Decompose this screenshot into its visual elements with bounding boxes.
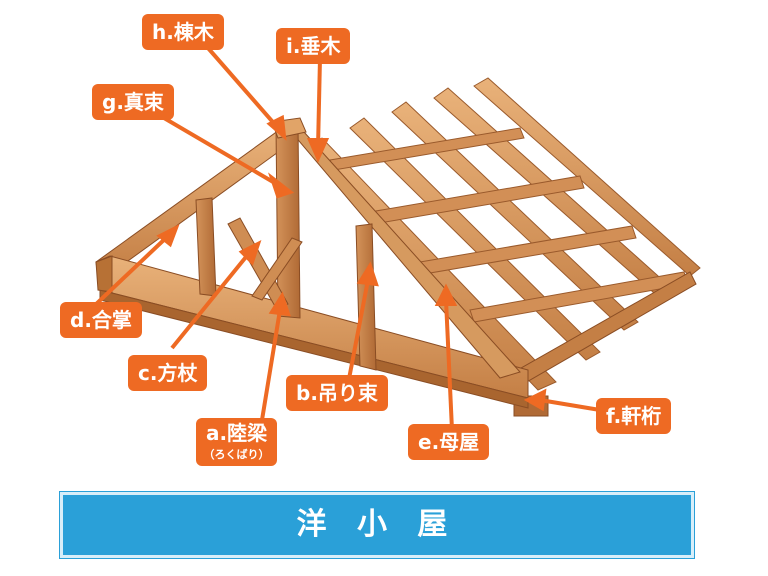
title-bar: 洋 小 屋 — [60, 492, 694, 558]
strut-right — [251, 237, 303, 301]
leader-arrows — [90, 46, 601, 431]
label-rafter: i.垂木 — [276, 28, 351, 64]
label-hanging-post: b.吊り束 — [286, 375, 388, 411]
diagram-title: 洋 小 屋 — [296, 507, 458, 542]
label-eave-beam: f.軒桁 — [596, 398, 672, 434]
label-strut: c.方杖 — [128, 355, 208, 391]
label-tie-beam: a.陸梁 （ろくばり） — [196, 418, 278, 466]
principal-rafter-left — [95, 127, 293, 275]
label-king-post: g.真束 — [92, 84, 174, 120]
label-purlin: e.母屋 — [408, 424, 490, 460]
label-ridge-beam: h.棟木 — [142, 14, 224, 50]
strut-left — [227, 217, 289, 309]
label-principal-rafter: d.合掌 — [60, 302, 142, 338]
label-tie-beam-text: a.陸梁 — [206, 421, 268, 445]
hanging-post-left — [195, 197, 217, 297]
label-tie-beam-reading: （ろくばり） — [203, 448, 270, 461]
